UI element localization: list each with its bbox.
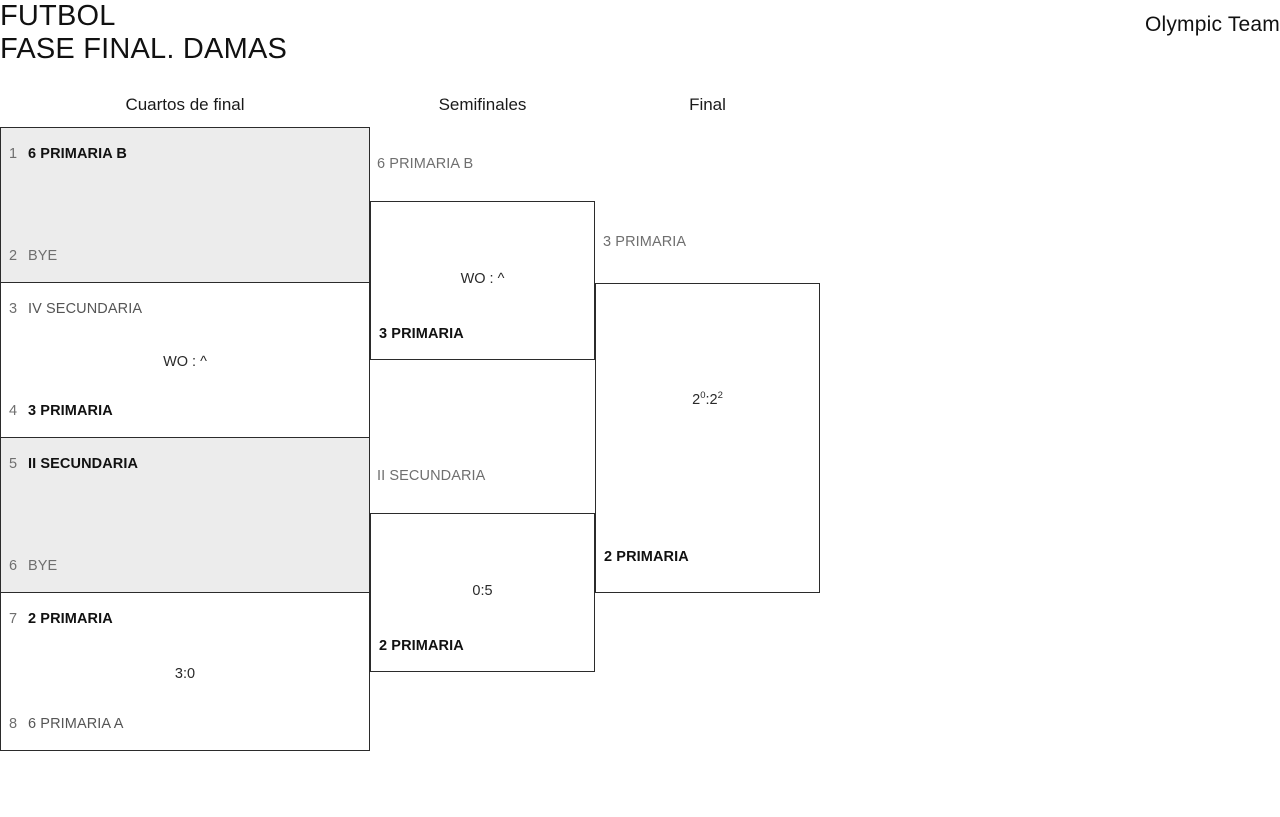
brand-label: Olympic Team — [1144, 13, 1280, 36]
final-score-away-penalties: 2 — [717, 390, 723, 402]
team-name: IV SECUNDARIA — [28, 301, 143, 317]
seed-number: 4 — [9, 403, 18, 419]
match-slot-bottom[interactable]: 2 PRIMARIA — [379, 637, 586, 655]
match-score: 0:5 — [472, 583, 493, 599]
seed-number: 6 — [9, 558, 18, 574]
team-name: 3 PRIMARIA — [28, 403, 113, 419]
seed-number: 8 — [9, 716, 18, 732]
match-slot-top[interactable]: 1 6 PRIMARIA B — [9, 145, 361, 163]
final-score-home: 2 — [692, 392, 701, 408]
match-semifinal-1[interactable]: WO : ^ 3 PRIMARIA — [370, 201, 595, 360]
match-slot-bottom[interactable]: 2 PRIMARIA — [604, 548, 811, 566]
match-score: WO : ^ — [163, 354, 207, 370]
team-name: 6 PRIMARIA A — [28, 716, 124, 732]
match-semifinal-2[interactable]: 0:5 2 PRIMARIA — [370, 513, 595, 672]
title-line-sport: FUTBOL — [0, 0, 116, 32]
match-slot-bottom[interactable]: 2 BYE — [9, 247, 361, 265]
team-name: 6 PRIMARIA B — [28, 146, 127, 162]
match-slot-bottom[interactable]: 3 PRIMARIA — [379, 325, 586, 343]
match-score: WO : ^ — [460, 271, 505, 287]
seed-number: 3 — [9, 301, 18, 317]
match-slot-bottom[interactable]: 4 3 PRIMARIA — [9, 402, 361, 420]
match-quarterfinal-1[interactable]: 1 6 PRIMARIA B 2 BYE — [0, 127, 370, 283]
match-final[interactable]: 20:22 2 PRIMARIA — [595, 283, 820, 593]
match-slot-top[interactable]: 5 II SECUNDARIA — [9, 455, 361, 473]
team-name: 3 PRIMARIA — [379, 326, 464, 342]
match-slot-top[interactable]: 3 IV SECUNDARIA — [9, 300, 361, 318]
match-quarterfinal-2[interactable]: 3 IV SECUNDARIA WO : ^ 4 3 PRIMARIA — [0, 282, 370, 438]
final-score-away: 2 — [709, 392, 718, 408]
round-header-semifinals: Semifinales — [438, 95, 527, 114]
match-slot-bottom[interactable]: 6 BYE — [9, 557, 361, 575]
round-header-final: Final — [689, 95, 726, 114]
team-name: BYE — [28, 248, 58, 264]
semifinal-1-feeder-team: 6 PRIMARIA B — [377, 156, 474, 172]
semifinal-2-feeder-team: II SECUNDARIA — [377, 468, 486, 484]
match-score: 3:0 — [174, 666, 196, 682]
team-name: II SECUNDARIA — [28, 456, 139, 472]
match-score: 20:22 — [596, 390, 819, 408]
match-slot-bottom[interactable]: 8 6 PRIMARIA A — [9, 715, 361, 733]
team-name: 2 PRIMARIA — [604, 549, 689, 565]
title-line-phase: FASE FINAL. DAMAS — [0, 33, 288, 65]
round-header-quarterfinals: Cuartos de final — [125, 95, 245, 114]
seed-number: 1 — [9, 146, 18, 162]
seed-number: 2 — [9, 248, 18, 264]
match-quarterfinal-4[interactable]: 7 2 PRIMARIA 3:0 8 6 PRIMARIA A — [0, 592, 370, 751]
final-score-home-penalties: 0 — [700, 390, 706, 402]
page-title: FUTBOL FASE FINAL. DAMAS — [0, 0, 287, 66]
match-quarterfinal-3[interactable]: 5 II SECUNDARIA 6 BYE — [0, 437, 370, 593]
team-name: BYE — [28, 558, 58, 574]
team-name: 2 PRIMARIA — [28, 611, 113, 627]
match-slot-top[interactable]: 7 2 PRIMARIA — [9, 610, 361, 628]
team-name: 2 PRIMARIA — [379, 638, 464, 654]
seed-number: 7 — [9, 611, 18, 627]
seed-number: 5 — [9, 456, 18, 472]
final-score-separator: : — [705, 392, 710, 408]
final-feeder-team: 3 PRIMARIA — [603, 234, 687, 250]
